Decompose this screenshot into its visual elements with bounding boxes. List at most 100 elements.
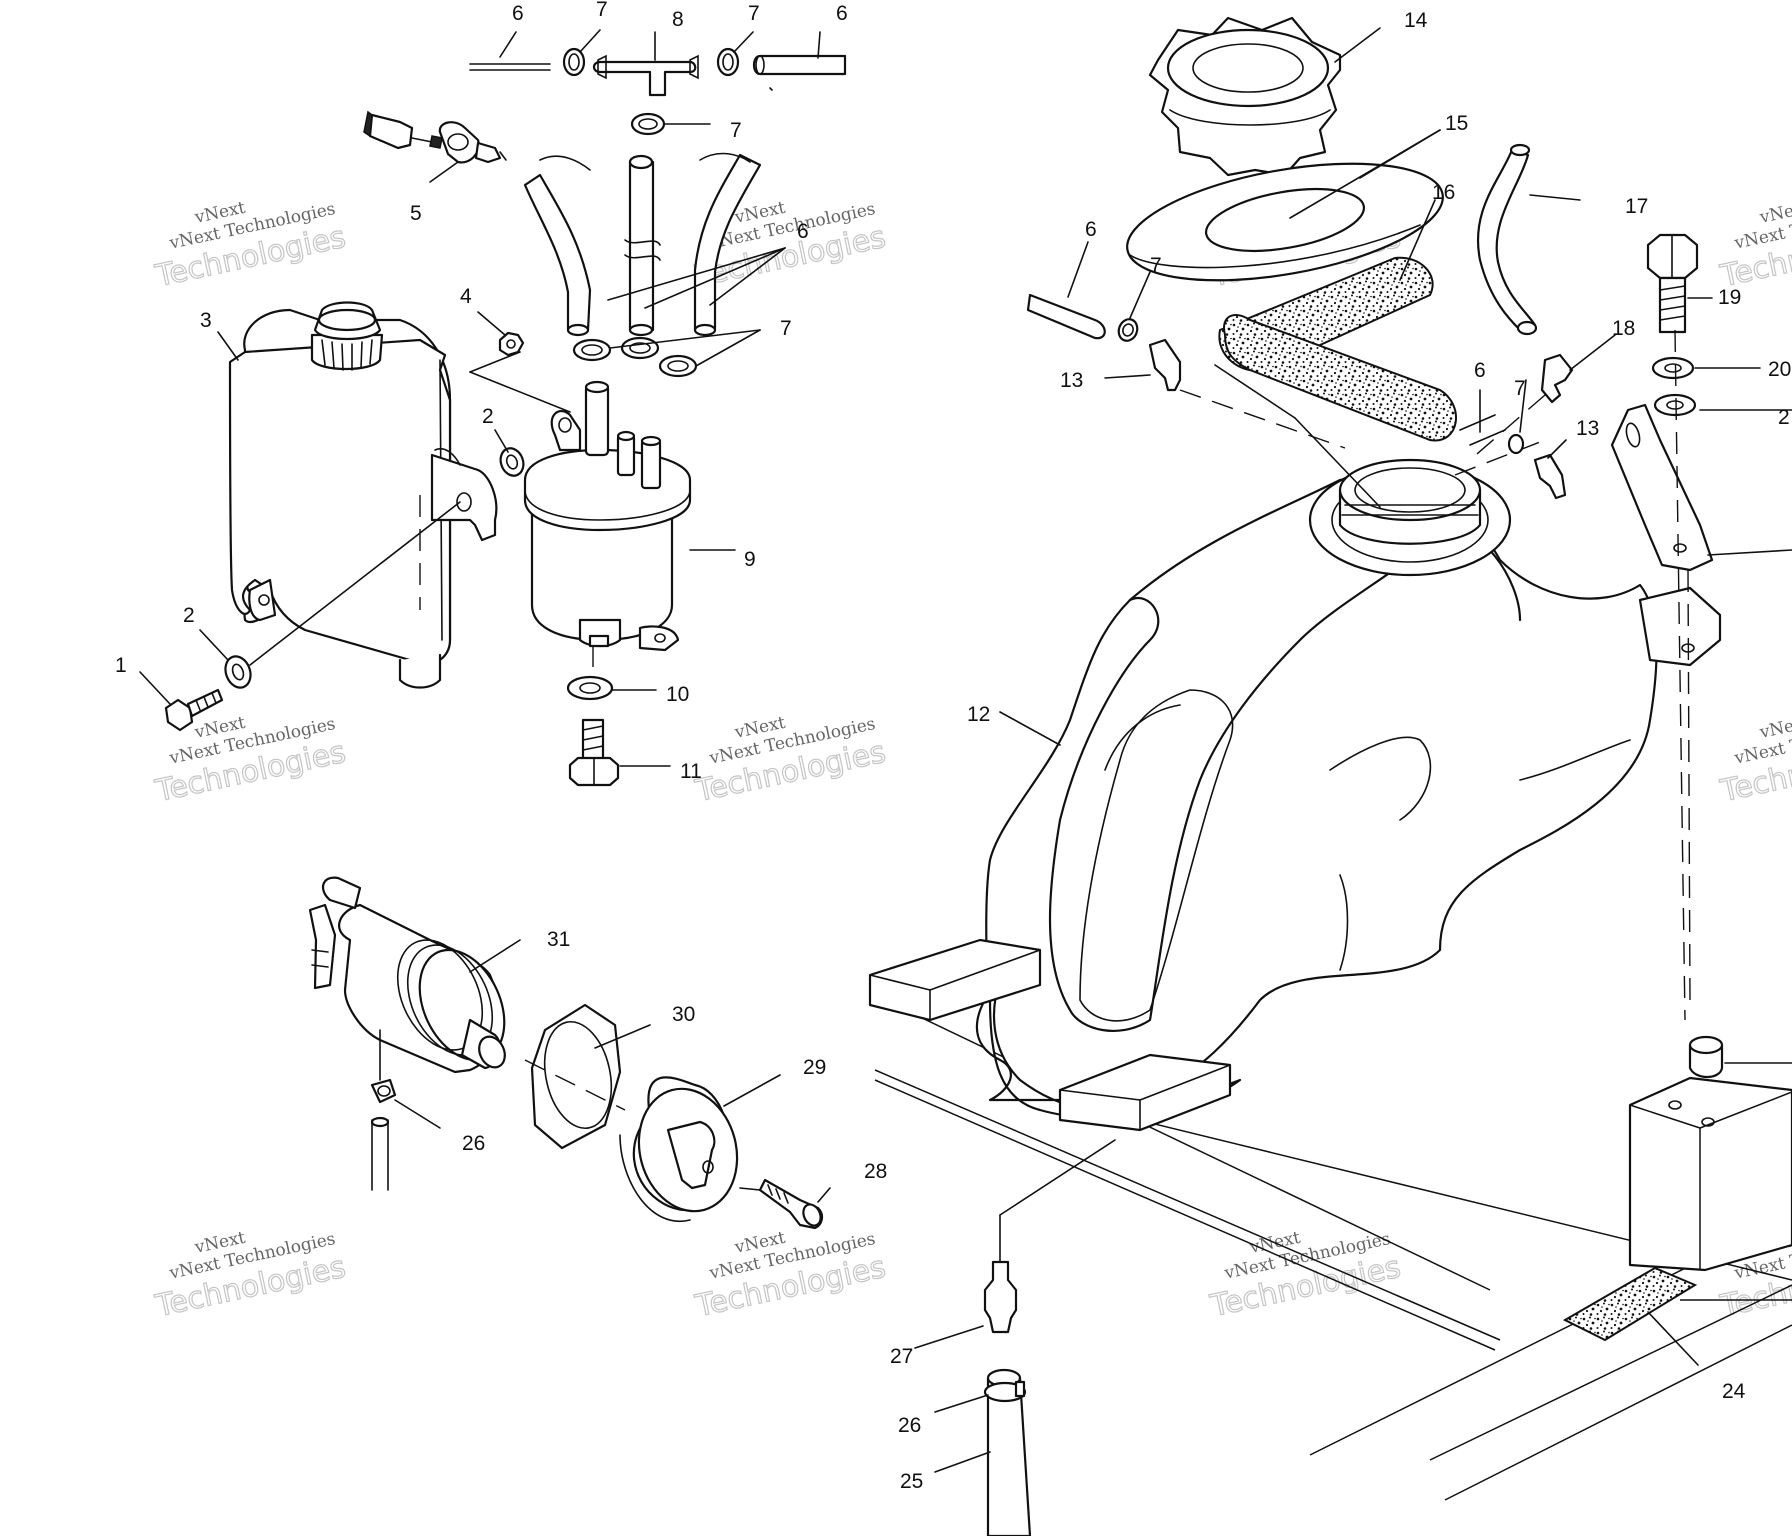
callout-7: 7 [596, 0, 608, 21]
part-13-elbow-fitting-left [1148, 338, 1182, 392]
bracket [1610, 403, 1714, 572]
callout-2: 2 [183, 604, 195, 627]
callout-19: 19 [1718, 286, 1741, 309]
callout-16: 16 [1432, 181, 1455, 204]
callout-10: 10 [666, 683, 689, 706]
watermark: vNext vNext Technologies Technologies [691, 713, 889, 810]
part-26-clamp-lower [983, 1380, 1027, 1403]
callout-11: 11 [680, 760, 702, 783]
hose-below-pump [370, 1116, 390, 1191]
part-7-clamp-top-left [562, 47, 586, 77]
part-14-fuel-cap [1148, 16, 1342, 177]
callout-2: 2 [1778, 406, 1790, 429]
part-6-hose-top-right [752, 54, 847, 76]
part-26-clamp-upper [370, 1078, 397, 1104]
part-6-hose-right [1459, 414, 1525, 455]
callout-26: 26 [898, 1414, 921, 1437]
hose-outline [699, 152, 751, 163]
callout-27: 27 [890, 1345, 913, 1368]
part-13-elbow-fitting-right [1533, 453, 1567, 500]
callout-25: 25 [900, 1470, 923, 1493]
callout-7: 7 [780, 317, 792, 340]
leader-line [469, 371, 571, 413]
watermark: vNext vNext Technologies Technologies [151, 1228, 349, 1325]
callout-2: 2 [482, 405, 494, 428]
part-31-fuel-pump [308, 876, 506, 1081]
part-19-bolt [1646, 233, 1699, 334]
watermark: vNext vNext Technologies Technologies [1206, 1228, 1404, 1325]
watermark: vNext vNext Technologies Technologies [1716, 713, 1792, 810]
dash-guide [1469, 394, 1546, 461]
leader-line [739, 1187, 761, 1191]
callout-labels: 6 7 8 7 6 7 5 6 7 4 3 2 9 2 1 10 11 31 3… [115, 0, 1791, 1493]
part-4-nut [498, 331, 525, 357]
callout-6: 6 [512, 2, 524, 25]
dash-guide [1454, 441, 1541, 476]
part-12-fuel-tank [868, 458, 1722, 1132]
callout-30: 30 [672, 1003, 695, 1026]
part-25-hose [986, 1368, 1032, 1536]
part-6-hose-tank-left [1026, 293, 1139, 342]
part-15-gasket [1126, 162, 1444, 282]
callout-7: 7 [1150, 254, 1162, 277]
callout-29: 29 [803, 1056, 826, 1079]
callout-18: 18 [1612, 317, 1635, 340]
callout-24: 24 [1722, 1380, 1746, 1403]
part-2-washer-upper [499, 447, 525, 477]
part-8-t-fitting [592, 54, 699, 97]
callout-28: 28 [864, 1160, 887, 1183]
callout-6: 6 [1474, 359, 1486, 382]
callout-5: 5 [410, 202, 422, 225]
part-5-inline-filter [363, 110, 507, 164]
part-9-filter-body [523, 380, 692, 652]
part-20-washer [1651, 356, 1695, 380]
leader-lines [139, 27, 1792, 1473]
callout-7: 7 [748, 2, 760, 25]
watermark: vNext vNext Technologies Technologies [691, 1228, 889, 1325]
watermark: vNext vNext Technologies Technologies [1716, 198, 1792, 295]
spacer [1688, 1035, 1724, 1079]
frame-rails [874, 1004, 1792, 1501]
part-27-fitting [983, 1260, 1018, 1334]
tick-mark [769, 87, 773, 91]
part-6-hose-top-left [469, 63, 551, 71]
part-28-screw [758, 1178, 824, 1230]
callout-13: 13 [1060, 369, 1083, 392]
part-3-oil-tank [228, 301, 498, 689]
hose-outline [539, 155, 591, 171]
watermark: vNext vNext Technologies Technologies [151, 198, 349, 295]
callout-6: 6 [1085, 218, 1097, 241]
leader-line [999, 1139, 1116, 1216]
dash-guide [1687, 569, 1691, 1001]
part-6-hose-vertical-right [693, 153, 762, 337]
part-16-foam-filter [1218, 256, 1457, 442]
foam-pad-24 [1562, 1266, 1698, 1342]
part-18-elbow-fitting [1540, 353, 1574, 404]
callout-12: 12 [967, 703, 990, 726]
callout-6: 6 [797, 220, 809, 243]
dash-guide [1674, 329, 1686, 1021]
callout-4: 4 [460, 285, 472, 308]
callout-17: 17 [1625, 195, 1648, 218]
callout-14: 14 [1404, 9, 1428, 32]
callout-15: 15 [1445, 112, 1468, 135]
leader-line [249, 501, 461, 666]
leader-line [469, 351, 521, 373]
part-17-vent-hose [1476, 143, 1538, 336]
callout-13: 13 [1576, 417, 1599, 440]
callout-7: 7 [730, 119, 742, 142]
callout-6: 6 [836, 2, 848, 25]
part-11-bolt [568, 718, 620, 787]
part-7-clamp-top-right [716, 47, 740, 77]
callout-26: 26 [462, 1132, 485, 1155]
callout-20: 20 [1768, 358, 1791, 381]
part-21-washer [1653, 393, 1697, 417]
part-29-cover [619, 1076, 739, 1223]
part-10-washer [566, 675, 614, 701]
callout-7: 7 [1514, 377, 1526, 400]
part-7-clamp-row [572, 336, 698, 378]
dash-guide [1179, 389, 1346, 449]
part-7-clamp-t-bottom [630, 112, 666, 136]
part-30-lock-ring [530, 1003, 622, 1150]
